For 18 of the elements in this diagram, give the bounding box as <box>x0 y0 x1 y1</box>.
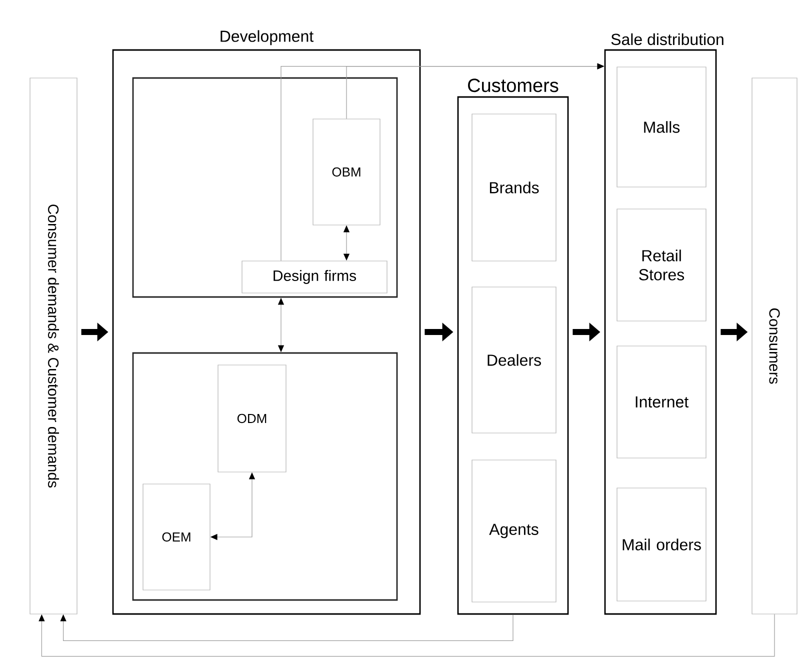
process-box: ODM <box>218 364 286 472</box>
process-box: OEM <box>142 484 210 590</box>
process-box: Brands <box>472 114 556 262</box>
process-box: Dealers <box>472 286 556 434</box>
process-box: Agents <box>472 460 556 602</box>
process-box: Malls <box>616 66 706 188</box>
process-box: Internet <box>616 346 706 458</box>
group-heading: Sale distribution <box>611 33 724 46</box>
arrow <box>60 614 514 641</box>
process-box: OBM <box>312 118 380 226</box>
process-box: Design firms <box>242 260 388 294</box>
group-heading: Customers <box>468 78 558 92</box>
arrow <box>38 614 775 657</box>
group-heading: Development <box>220 30 314 46</box>
process-box: Retail Stores <box>616 208 706 322</box>
process-box: Mail orders <box>616 488 706 602</box>
side-box: Consumers <box>752 78 798 614</box>
side-box: Consumer demands & Customer demands <box>30 78 78 614</box>
